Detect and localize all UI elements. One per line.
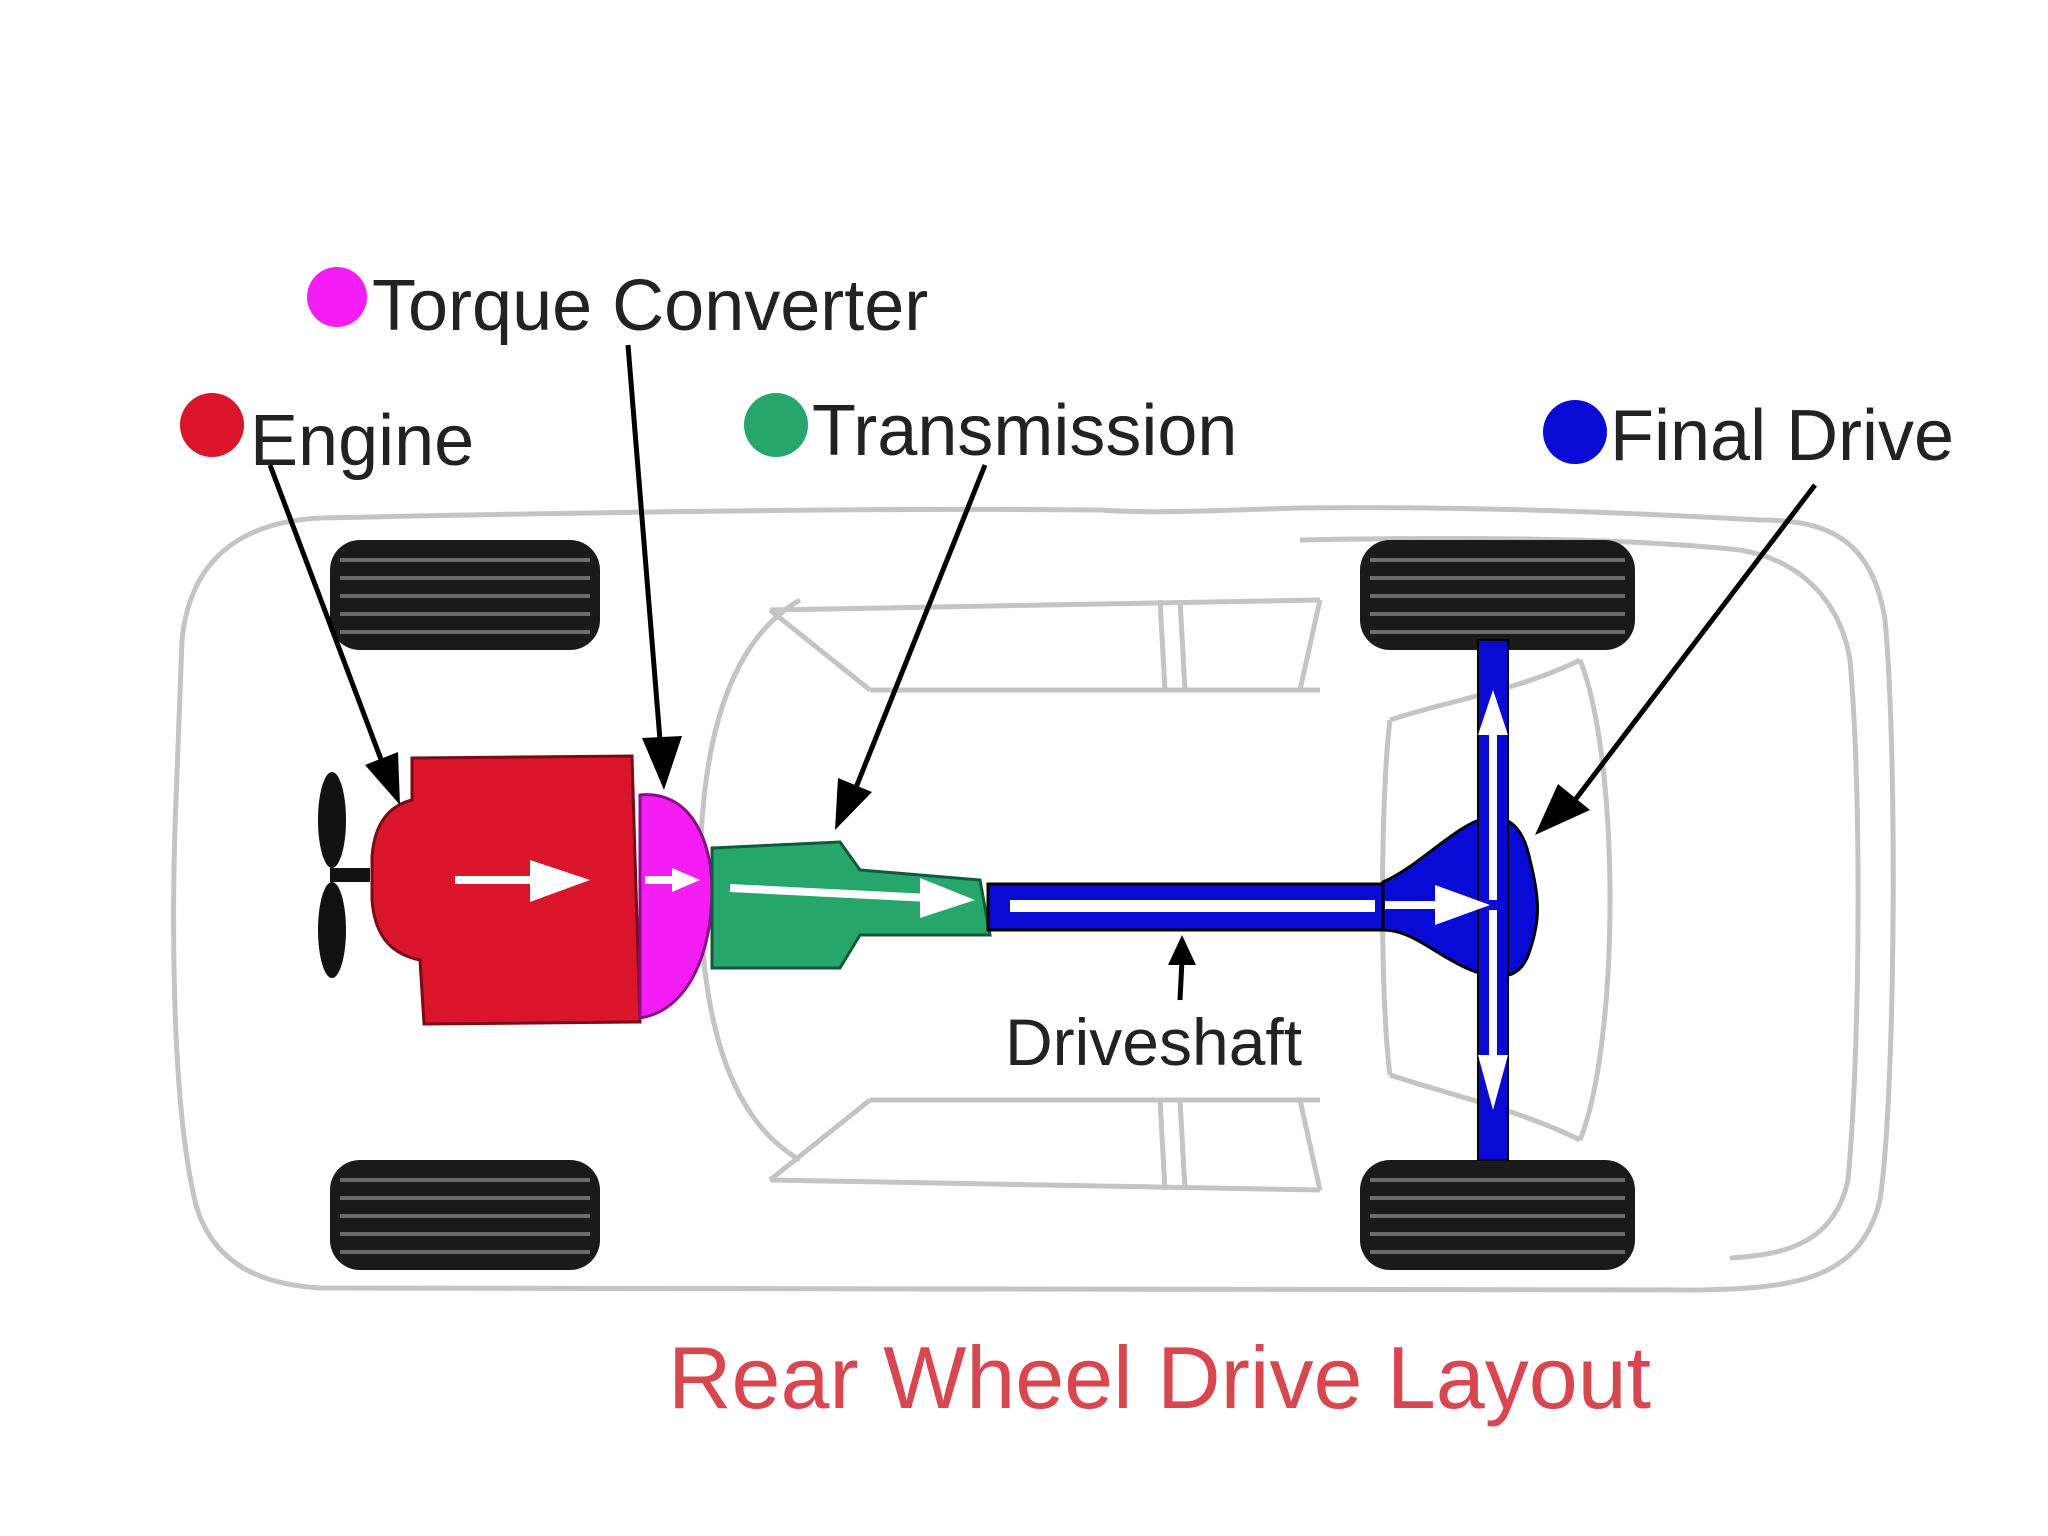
tires (330, 540, 1635, 1270)
power-flow-arrows (455, 690, 1508, 1110)
engine-callout (267, 464, 388, 771)
driveshaft-label: Driveshaft (1005, 1005, 1302, 1079)
car-outer-outline (171, 505, 1896, 1293)
torque-converter-dot (307, 267, 367, 327)
driveshaft-callout (1177, 959, 1185, 1001)
torque-converter-label: Torque Converter (372, 266, 928, 346)
diagram-title: Rear Wheel Drive Layout (668, 1328, 1651, 1427)
engine-block (370, 754, 642, 1026)
engine-label: Engine (250, 401, 474, 481)
final-drive-callout (1573, 483, 1817, 802)
tire-front-right (330, 1160, 600, 1270)
transmission-body (710, 840, 992, 970)
final-drive-dot (1543, 400, 1607, 464)
transmission-callout (852, 464, 988, 791)
final-drive-label: Final Drive (1610, 396, 1954, 476)
tire-rear-left (1360, 540, 1635, 650)
engine-fan (318, 772, 370, 978)
front-seats (768, 599, 1323, 1191)
callout-lines (267, 344, 1817, 1001)
tire-rear-right (1360, 1160, 1635, 1270)
tire-front-left (330, 540, 600, 650)
engine-dot (180, 393, 244, 457)
transmission-label: Transmission (812, 391, 1237, 471)
torque-converter-callout (625, 344, 663, 741)
transmission-dot (744, 393, 808, 457)
driveshaft (986, 882, 1385, 932)
cabin-inner (769, 597, 1321, 1193)
